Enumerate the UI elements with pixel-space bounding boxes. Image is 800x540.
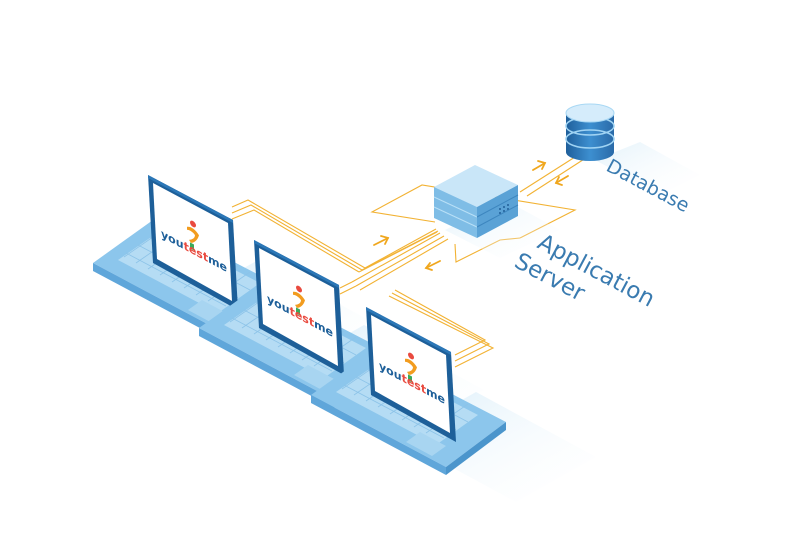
database-icon xyxy=(565,103,700,195)
arrow-up-to-server-icon xyxy=(373,235,390,246)
flow-arrows xyxy=(373,160,569,271)
arrow-up-to-database-icon xyxy=(532,160,547,171)
arrow-down-from-server-icon xyxy=(424,260,441,271)
laptop-3: youtestme xyxy=(310,306,597,503)
arrow-down-from-database-icon xyxy=(554,175,569,186)
laptop-2: youtestme xyxy=(198,239,485,436)
laptop-1: youtestme xyxy=(92,174,379,371)
connection-lines xyxy=(231,149,593,368)
server-icon xyxy=(433,165,560,258)
